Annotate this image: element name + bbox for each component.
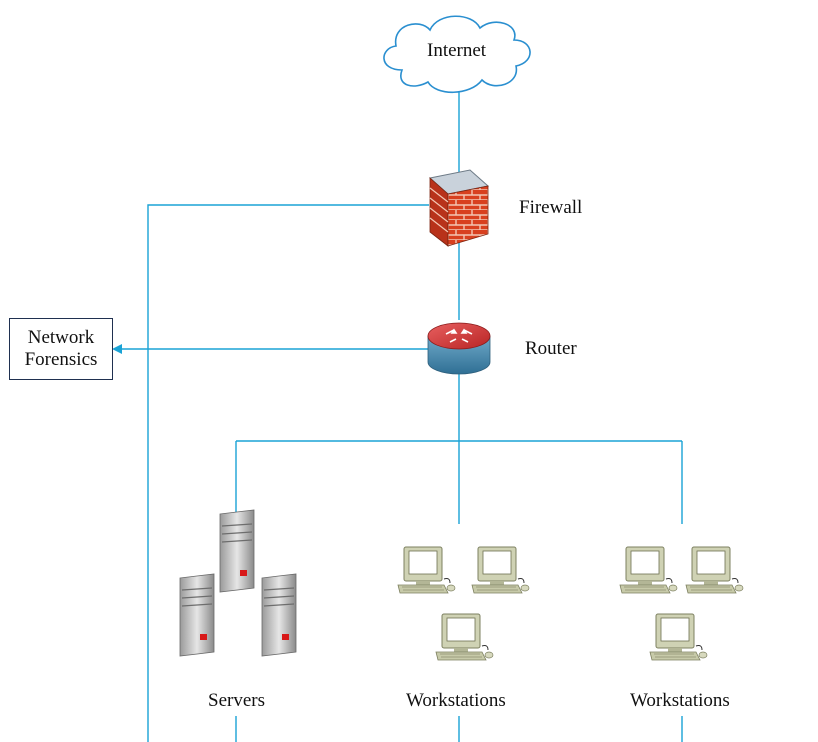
forensics-label-line1: Network [27,327,95,348]
internet-label: Internet [427,40,487,61]
workstations-right-label: Workstations [630,690,730,711]
network-forensics-box: Network Forensics [9,318,113,380]
servers-icon [179,509,297,657]
router-label: Router [525,338,577,359]
internet-cloud-icon [383,15,531,93]
firewall-icon [428,169,490,247]
router-icon [427,322,491,375]
servers-label: Servers [208,690,265,711]
workstations-right-icon [619,546,744,661]
link-lines [118,92,683,742]
firewall-label: Firewall [519,197,583,218]
workstations-left-icon [397,546,530,661]
forensics-arrowhead [112,344,122,354]
forensics-tap-line [147,204,429,742]
workstations-left-label: Workstations [406,690,506,711]
forensics-label-line2: Forensics [24,349,98,370]
